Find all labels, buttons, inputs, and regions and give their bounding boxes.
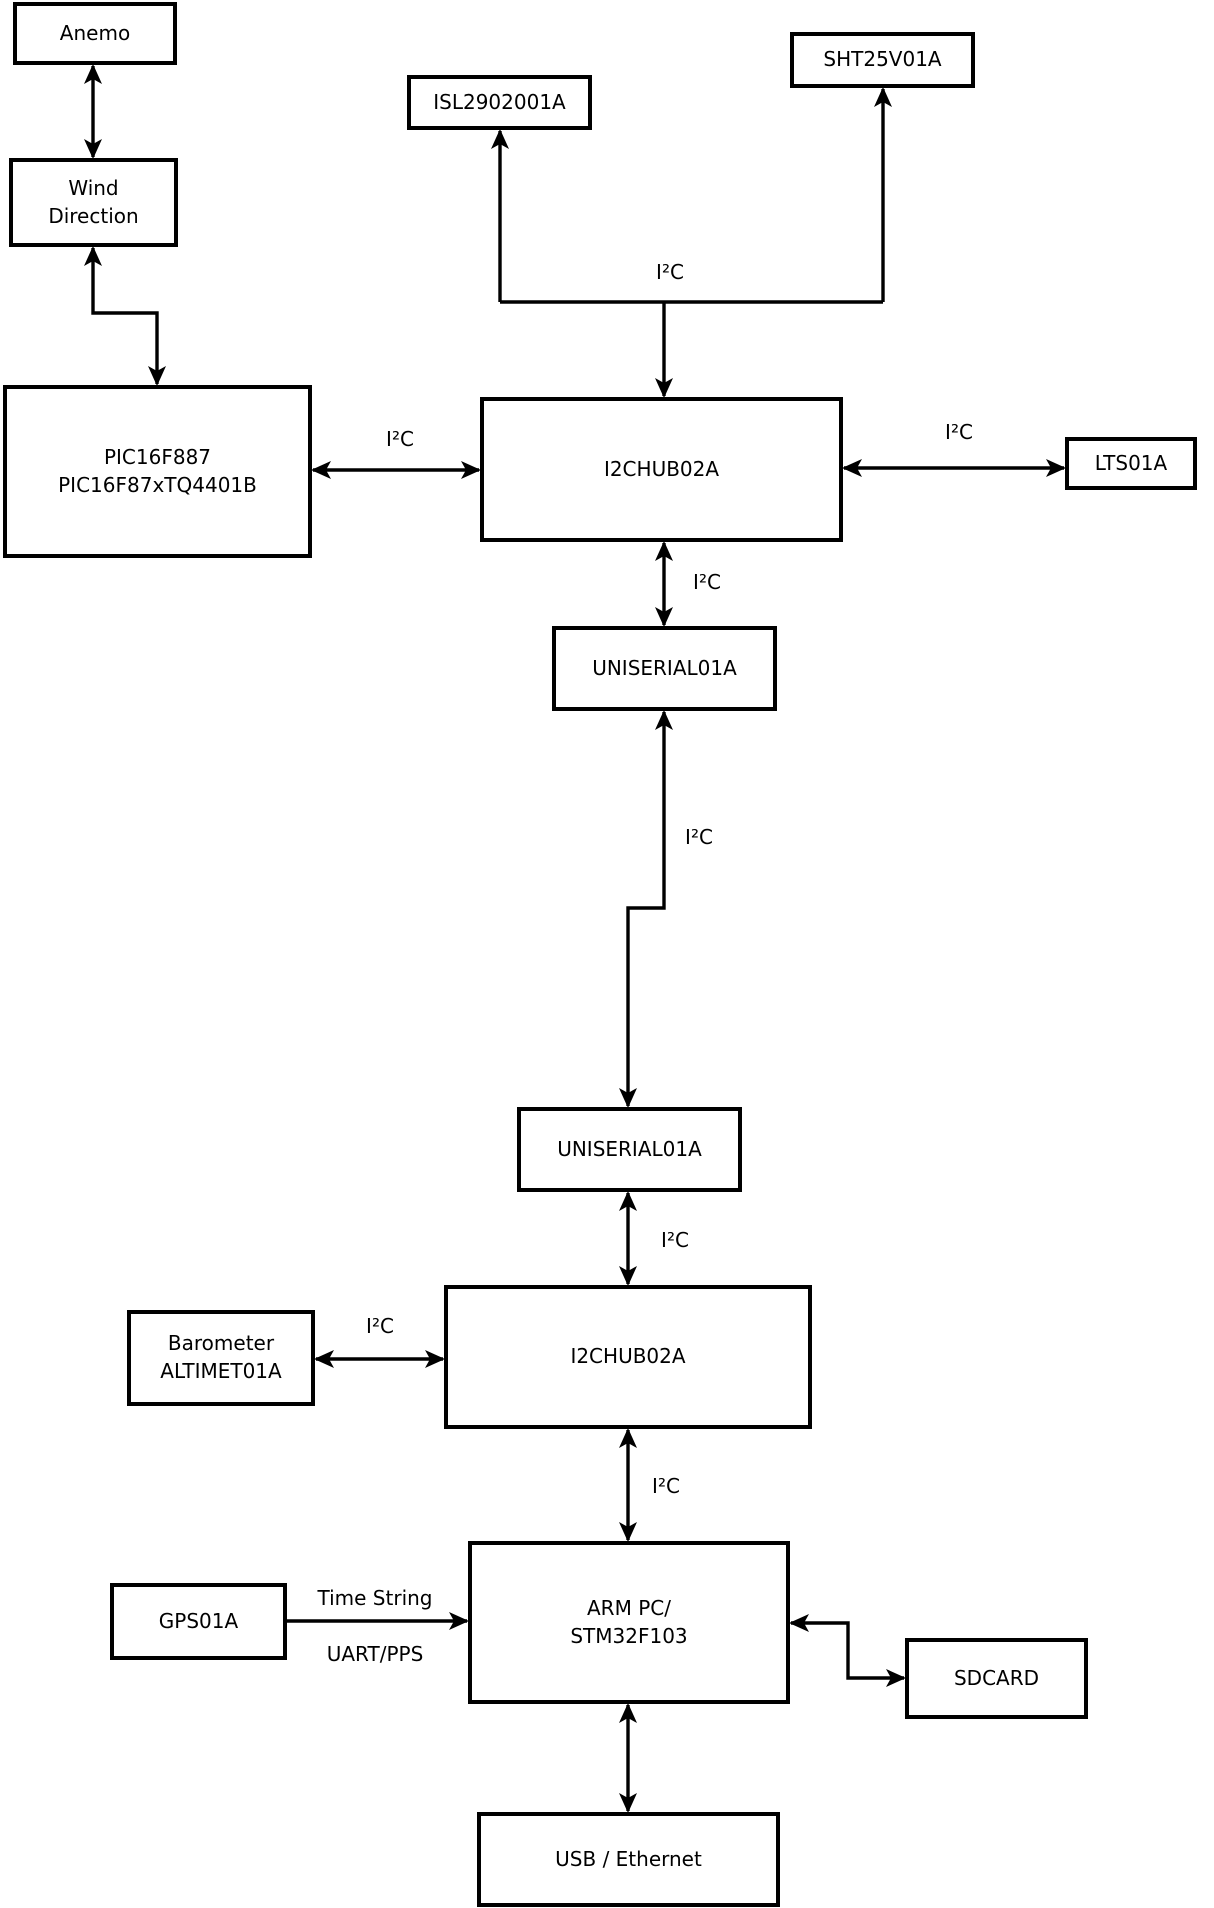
node-anemo-label: Anemo — [59, 20, 131, 45]
node-i2chub02a-upper: I2CHUB02A — [480, 397, 843, 542]
node-i2chub02a-lower-label: I2CHUB02A — [570, 1344, 686, 1369]
edge-label-hub1-uniserial1-i2c: I²C — [693, 570, 721, 594]
node-barometer-altimet01a: Barometer ALTIMET01A — [127, 1310, 315, 1406]
edge-label-uart-pps: UART/PPS — [326, 1642, 424, 1666]
edge-label-hub2-arm-i2c: I²C — [652, 1474, 680, 1498]
node-lts01a: LTS01A — [1065, 437, 1197, 490]
node-uniserial01a-upper: UNISERIAL01A — [552, 626, 777, 711]
node-usb-ethernet: USB / Ethernet — [477, 1812, 780, 1907]
node-uniserial01a-upper-label: UNISERIAL01A — [592, 655, 737, 680]
edge-label-top-bus-i2c: I²C — [656, 260, 684, 284]
node-lts01a-label: LTS01A — [1094, 450, 1168, 475]
edge-wind-pic — [84, 246, 166, 386]
node-uniserial01a-lower: UNISERIAL01A — [517, 1107, 742, 1192]
node-gps01a-label: GPS01A — [158, 1608, 239, 1633]
node-usb-ethernet-label: USB / Ethernet — [555, 1846, 702, 1871]
node-isl2902001a: ISL2902001A — [407, 75, 592, 130]
edge-label-uniserial1-uniserial2-i2c: I²C — [685, 825, 713, 849]
node-anemo: Anemo — [13, 2, 177, 65]
node-barometer-altimet01a-label: Barometer ALTIMET01A — [160, 1331, 282, 1383]
node-arm-pc-stm32f103-label: ARM PC/ STM32F103 — [570, 1595, 688, 1648]
node-wind-direction: Wind Direction — [9, 158, 178, 247]
node-uniserial01a-lower-label: UNISERIAL01A — [557, 1136, 702, 1161]
edge-label-baro-hub2-i2c: I²C — [366, 1314, 394, 1338]
node-sdcard-label: SDCARD — [953, 1665, 1040, 1690]
edge-label-uniserial2-hub2-i2c: I²C — [661, 1228, 689, 1252]
edge-arm-sdcard — [789, 1614, 906, 1687]
node-arm-pc-stm32f103: ARM PC/ STM32F103 — [468, 1541, 790, 1704]
node-sht25v01a: SHT25V01A — [790, 32, 975, 88]
node-isl2902001a-label: ISL2902001A — [433, 89, 566, 114]
edge-label-pic-hub1-i2c: I²C — [386, 427, 414, 451]
edge-label-time-string: Time String — [317, 1586, 433, 1610]
node-sht25v01a-label: SHT25V01A — [823, 47, 942, 72]
node-pic16f887: PIC16F887 PIC16F87xTQ4401B — [3, 385, 312, 558]
edge-uniserial1-uniserial2 — [619, 710, 673, 1108]
node-i2chub02a-upper-label: I2CHUB02A — [603, 456, 720, 481]
edge-label-hub1-lts-i2c: I²C — [945, 420, 973, 444]
node-gps01a: GPS01A — [110, 1583, 287, 1660]
node-pic16f887-label: PIC16F887 PIC16F87xTQ4401B — [58, 444, 257, 497]
node-sdcard: SDCARD — [905, 1638, 1088, 1719]
node-i2chub02a-lower: I2CHUB02A — [444, 1285, 812, 1429]
node-wind-direction-label: Wind Direction — [48, 175, 139, 228]
